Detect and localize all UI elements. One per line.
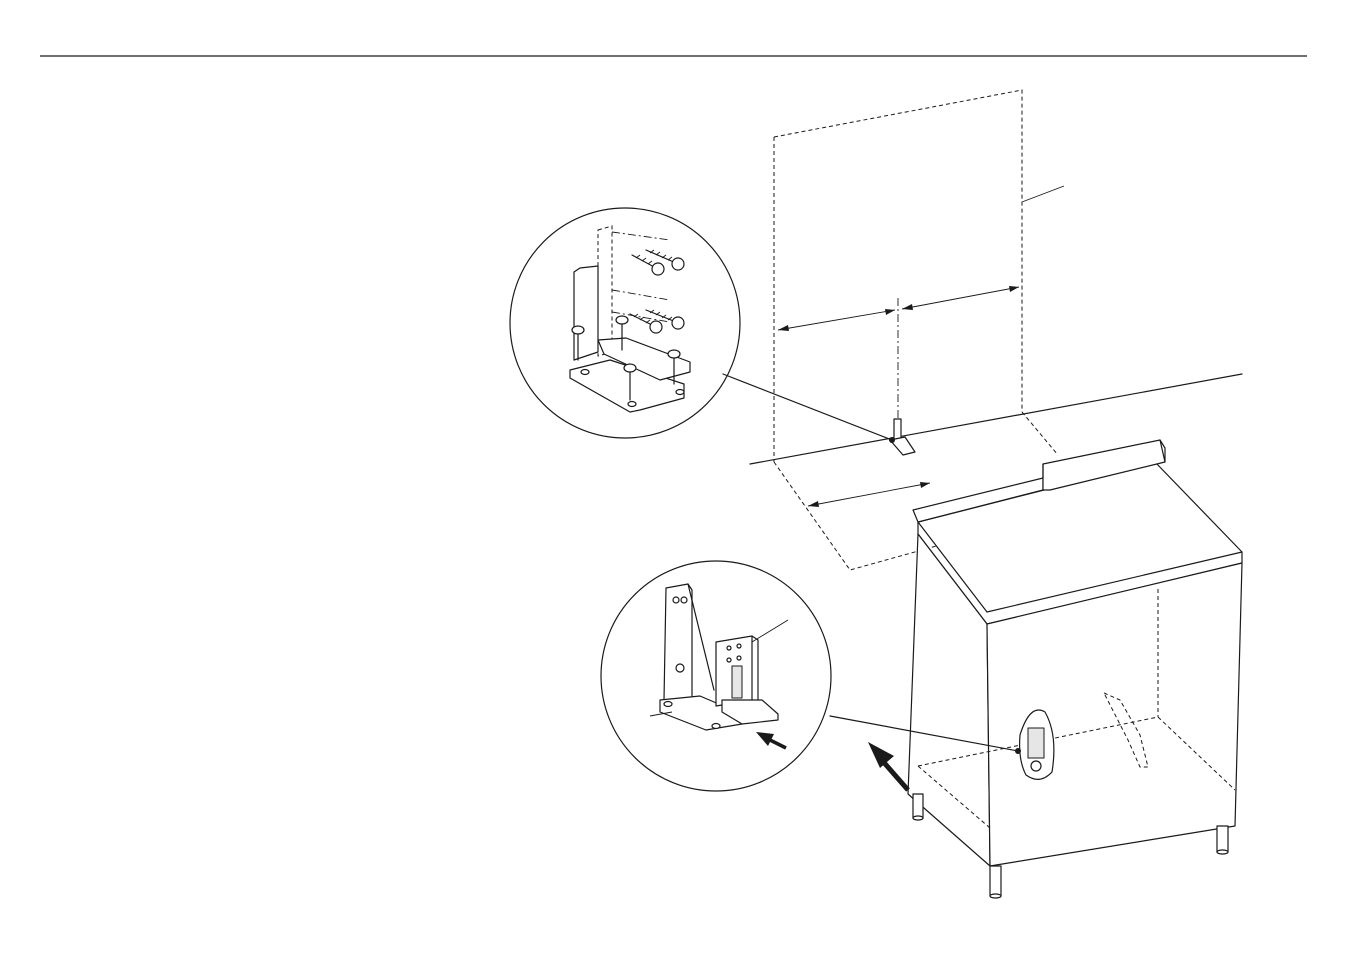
wall-bracket-mounted bbox=[889, 419, 915, 455]
push-arrow-icon bbox=[868, 742, 908, 790]
wall-bracket-detail-inset bbox=[510, 208, 892, 440]
cabinet-unit bbox=[908, 440, 1242, 898]
dimension-arrows bbox=[778, 286, 1019, 507]
